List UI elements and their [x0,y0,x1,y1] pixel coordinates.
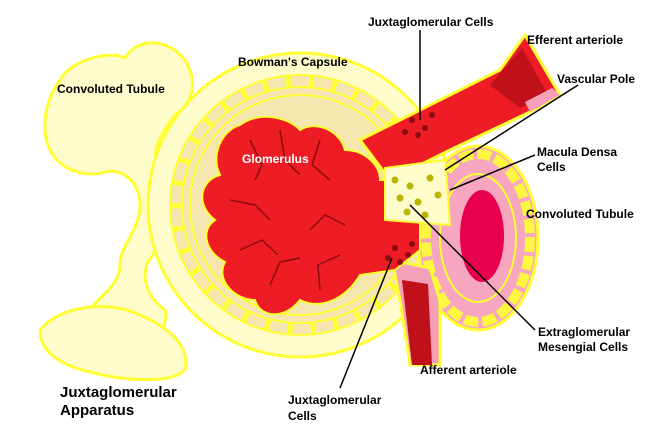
afferent-arteriole-lumen [402,280,432,365]
pointer-lines [339,30,579,389]
pointer-jg-bottom [339,257,393,389]
glomerulus-capillary-lines [229,129,346,291]
tubule-lower-loop [38,305,188,382]
label-glomerulus: Glomerulus [242,152,309,166]
label-convoluted-tubule-right: Convoluted Tubule [526,207,634,221]
label-vascular-pole: Vascular Pole [557,72,636,86]
label-bowmans-capsule: Bowman's Capsule [238,55,348,69]
juxtaglomerular-cells-bottom [385,241,415,265]
pointer-extraglomerular [409,204,536,331]
juxtaglomerular-cells-top [402,112,435,138]
label-juxtaglomerular-cells-bottom-line2: Cells [288,409,317,423]
label-efferent-arteriole: Efferent arteriole [527,33,624,47]
label-extraglomerular-line2: Mesengial Cells [538,340,629,354]
label-juxtaglomerular-cells-bottom-line1: Juxtaglomerular [288,393,382,407]
label-afferent-arteriole: Afferent arteriole [420,363,517,377]
glomerulus [201,115,421,316]
efferent-arteriole-wall [525,88,560,112]
title-line2: Apparatus [60,402,135,419]
tubule-lumen [460,190,504,282]
title-line1: Juxtaglomerular [60,384,177,401]
efferent-arteriole-lumen [490,48,548,108]
pointer-macula-densa [449,154,536,191]
macula-densa-block [384,158,452,227]
label-convoluted-tubule-left: Convoluted Tubule [57,82,165,96]
label-macula-densa-line2: Cells [537,160,566,174]
pointer-vascular-pole [444,84,579,171]
label-macula-densa-line1: Macula Densa [537,145,618,159]
label-juxtaglomerular-cells-top: Juxtaglomerular Cells [368,15,494,29]
label-extraglomerular-line1: Extraglomerular [538,325,631,339]
extraglomerular-mesangial-cells [391,174,442,219]
